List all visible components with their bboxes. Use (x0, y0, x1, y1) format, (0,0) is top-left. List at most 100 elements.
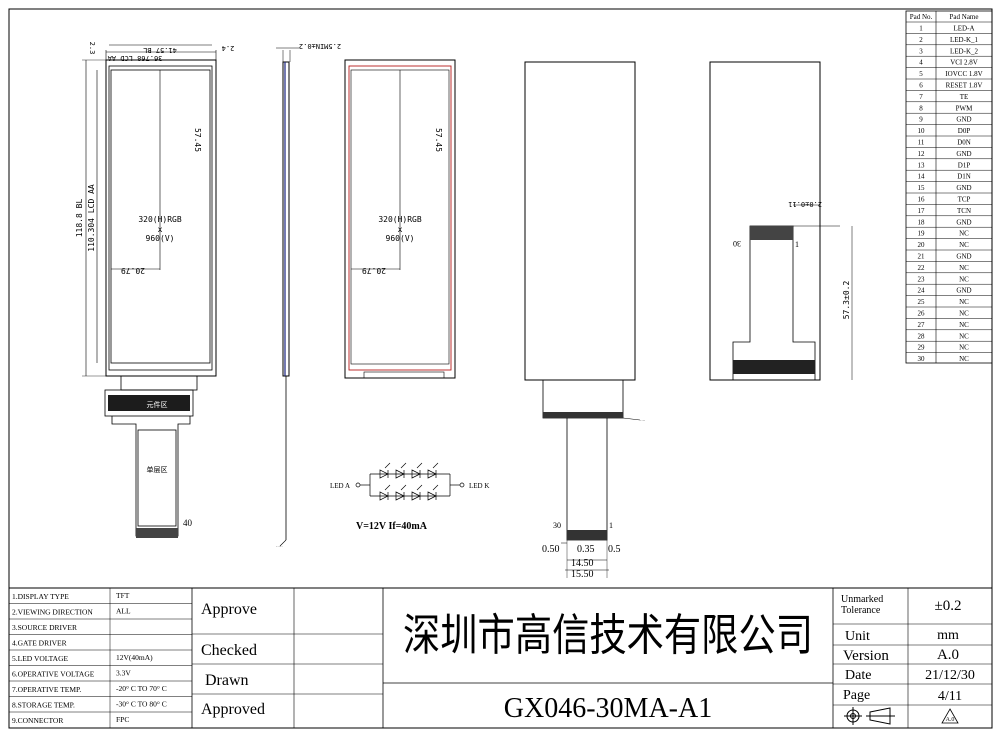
pad-header-name: Pad Name (950, 13, 979, 21)
side-note: ····· (276, 544, 283, 549)
fpc-dim-4: 14.50 (571, 558, 594, 569)
pad-no: 27 (918, 321, 926, 329)
led-diodes-bottom (379, 484, 439, 501)
led-anode-label: LED A (330, 482, 350, 490)
front-single-layer (137, 429, 177, 527)
pad-no: 21 (918, 253, 926, 261)
spec-label: 6.OPERATIVE VOLTAGE (12, 670, 95, 679)
middle-resolution-2: 960(V) (386, 234, 415, 243)
pad-no: 3 (919, 47, 923, 55)
pad-name: GND (956, 116, 971, 124)
middle-view: 57.45 20.79 320(H)RGB x 960(V) (344, 59, 456, 379)
pad-name: NC (959, 298, 969, 306)
unit-value: mm (937, 628, 959, 643)
spec-label: 9.CONNECTOR (12, 716, 63, 725)
pad-header-no: Pad No. (910, 13, 933, 21)
tolerance-label-2: Tolerance (841, 605, 881, 616)
drawn-label: Drawn (205, 672, 249, 689)
spec-label: 4.GATE DRIVER (12, 639, 67, 648)
pad-no: 18 (918, 218, 926, 226)
front-backlight (108, 65, 213, 371)
pad-name: D1P (958, 161, 971, 169)
pad-name: D1N (957, 173, 971, 181)
pad-no: 25 (918, 298, 926, 306)
pad-no: 4 (919, 59, 923, 67)
spec-label: 8.STORAGE TEMP. (12, 701, 75, 710)
side-thickness: 2.5MIN±0.2 (299, 42, 341, 50)
pad-name: GND (956, 287, 971, 295)
pad-name: PWM (956, 104, 974, 112)
spec-label: 5.LED VOLTAGE (12, 654, 68, 663)
middle-resolution-1: 320(H)RGB (378, 215, 422, 224)
pad-no: 19 (918, 230, 926, 238)
pad-name: GND (956, 218, 971, 226)
pad-no: 13 (918, 161, 926, 169)
version-label: Version (843, 648, 889, 664)
pad-name: NC (959, 355, 969, 363)
back-pin-30: 30 (733, 239, 741, 248)
pad-name: LED-K_1 (950, 36, 978, 44)
pad-no: 2 (919, 36, 923, 44)
svg-text:····: ···· (640, 418, 645, 423)
fpc-dim-3: 0.5 (608, 544, 621, 555)
pad-name: TCP (958, 196, 971, 204)
pad-no: 15 (918, 184, 926, 192)
unit-label: Unit (845, 629, 870, 644)
back-thickness: 2.0±0.11 (788, 200, 822, 208)
part-number: GX046-30MA-A1 (504, 693, 712, 724)
pad-name: NC (959, 310, 969, 318)
pad-name: NC (959, 321, 969, 329)
back-length: 57.3±0.2 (842, 281, 851, 320)
pad-no: 29 (918, 344, 926, 352)
pad-no: 6 (919, 82, 923, 90)
version-value: A.0 (937, 647, 959, 663)
front-bl-width: 36.768 LCD AA (107, 54, 163, 62)
spec-value: 12V(40mA) (116, 653, 153, 662)
pad-name: GND (956, 184, 971, 192)
spec-value: TFT (116, 591, 130, 600)
date-label: Date (845, 668, 871, 683)
fpc-pin-left: 30 (553, 521, 561, 530)
middle-center-v: 57.45 (434, 128, 443, 152)
spec-value: 3.3V (116, 669, 131, 678)
pad-name: NC (959, 344, 969, 352)
side-view: 2.5MIN±0.2 ····· (276, 42, 341, 549)
tolerance-label-1: Unmarked (841, 594, 883, 605)
front-component-strip (108, 395, 190, 411)
back-contacts (750, 226, 793, 240)
front-resolution-x: x (158, 225, 163, 234)
front-view: 36.768 LCD AA 41.57 BL 2.3 2.4 118.8 BL … (75, 42, 234, 538)
front-resolution-2: 960(V) (146, 234, 175, 243)
spec-label: 2.VIEWING DIRECTION (12, 608, 93, 617)
pad-no: 12 (918, 150, 926, 158)
pad-no: 22 (918, 264, 926, 272)
page-value: 4/11 (938, 689, 962, 704)
pad-no: 16 (918, 196, 926, 204)
pad-no: 8 (919, 104, 923, 112)
back-stiffener (733, 360, 815, 374)
back-pin-1: 1 (795, 240, 799, 249)
pad-no: 7 (919, 93, 923, 101)
company-name: 深圳市高信技术有限公司 (403, 611, 813, 660)
pad-no: 10 (918, 127, 926, 135)
pad-no: 5 (919, 70, 923, 78)
approve-label: Approve (201, 601, 257, 618)
front-active-area (110, 69, 211, 364)
pad-name: VCI 2.8V (950, 59, 978, 67)
pad-no: 28 (918, 332, 926, 340)
pad-no: 17 (918, 207, 926, 215)
pad-name: NC (959, 241, 969, 249)
front-edge-right: 2.4 (222, 44, 235, 52)
spec-value: ALL (116, 607, 131, 616)
back-outline (709, 61, 821, 381)
pad-name: RESET 1.8V (946, 82, 983, 90)
date-value: 21/12/30 (925, 668, 975, 683)
front-edge-top: 2.3 (88, 42, 96, 55)
middle-red-border (348, 65, 452, 371)
led-cathode-label: LED K (469, 482, 489, 490)
front-single-layer-label: 单层区 (147, 465, 168, 474)
front-aa-width: 41.57 BL (143, 46, 177, 54)
fpc-view-contacts (567, 530, 607, 540)
pad-name: GND (956, 150, 971, 158)
